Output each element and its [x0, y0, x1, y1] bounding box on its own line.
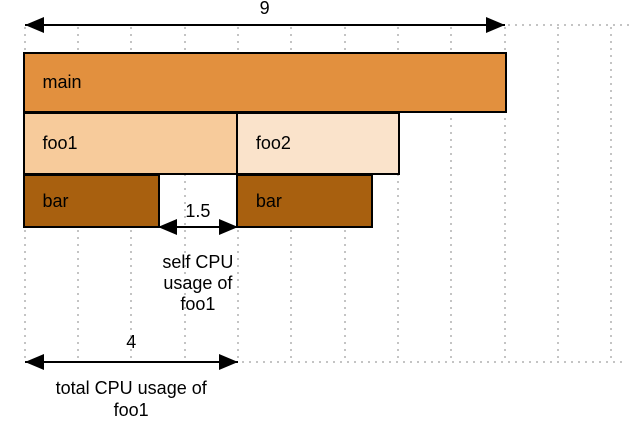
self-cpu-value: 1.5: [185, 201, 211, 221]
frame-bar-left: bar: [22, 174, 160, 228]
frame-foo2: foo2: [235, 112, 400, 175]
frame-label: foo2: [255, 133, 291, 153]
gridline: [503, 27, 506, 362]
gridline: [396, 27, 399, 362]
frame-label: bar: [255, 190, 282, 211]
caption-line: total CPU usage of: [55, 378, 207, 398]
self-cpu-arrow: [157, 219, 238, 235]
self-cpu-caption: self CPU usage of foo1: [113, 252, 283, 315]
caption-line: foo1: [113, 400, 149, 420]
total-width-value: 9: [259, 0, 270, 18]
frame-foo1: foo1: [22, 112, 240, 175]
frame-label: foo1: [42, 133, 78, 153]
total-cpu-arrow: [24, 354, 239, 370]
caption-line: self CPU: [162, 252, 234, 272]
total-width-arrow: [24, 17, 505, 33]
frame-bar-right: bar: [235, 174, 374, 228]
grid-bottom-dotted-line: [24, 361, 625, 363]
caption-line: usage of: [163, 273, 233, 293]
frame-label: bar: [42, 190, 69, 211]
gridline: [450, 27, 453, 362]
total-cpu-value: 4: [126, 332, 137, 352]
gridline: [557, 27, 559, 362]
gridline: [610, 27, 613, 362]
caption-line: foo1: [180, 294, 216, 314]
gridline: [183, 27, 186, 362]
total-cpu-caption: total CPU usage of foo1: [21, 377, 241, 421]
frame-main: main: [22, 52, 507, 113]
frame-label: main: [42, 72, 82, 92]
